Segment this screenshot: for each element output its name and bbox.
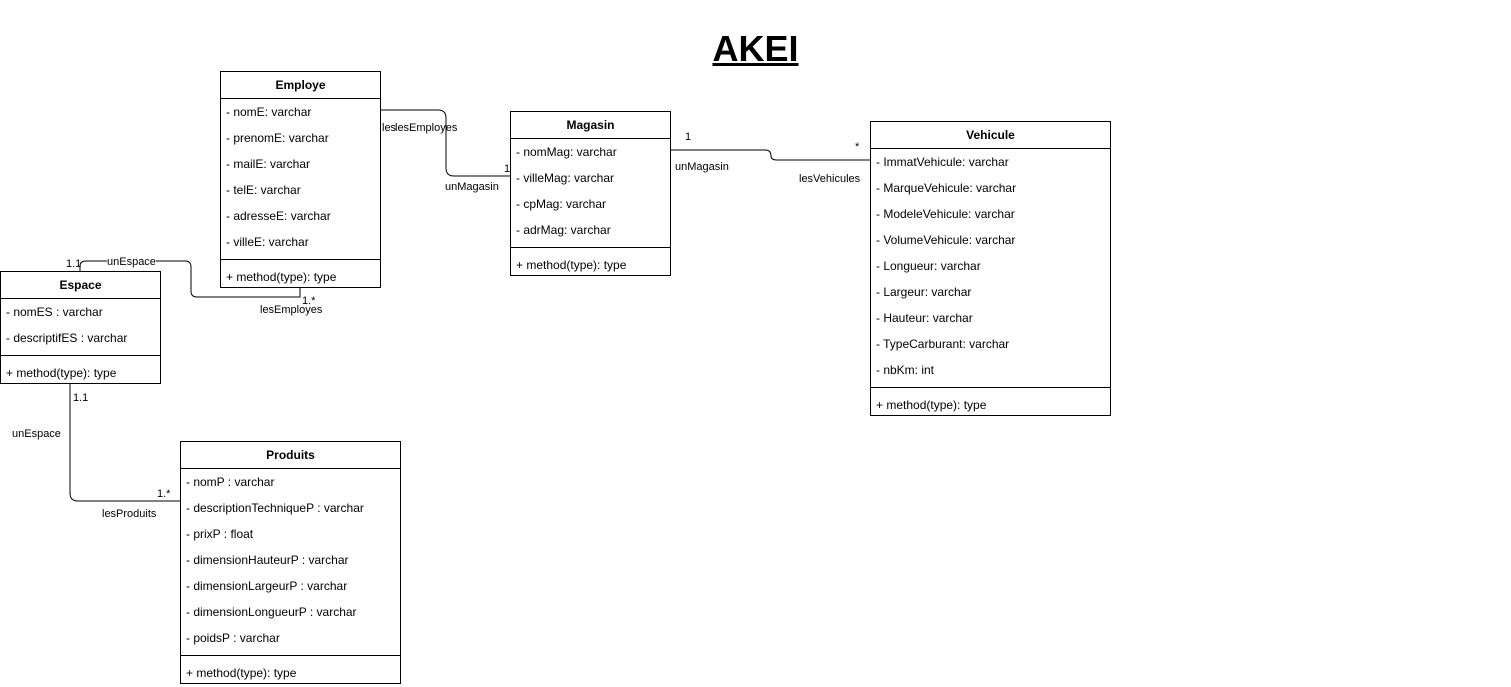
class-produits-name: Produits [181, 442, 400, 469]
attribute: - cpMag: varchar [516, 197, 607, 211]
class-magasin-name: Magasin [511, 112, 670, 139]
attribute: - TypeCarburant: varchar [876, 337, 1010, 351]
attribute: - ImmatVehicule: varchar [876, 155, 1009, 169]
multiplicity-label: les [382, 122, 397, 134]
method: + method(type): type [186, 666, 297, 680]
method: + method(type): type [226, 270, 337, 284]
class-espace-methods: + method(type): type [1, 356, 160, 386]
class-vehicule-name: Vehicule [871, 122, 1110, 149]
class-employe[interactable]: Employe - nomE: varchar - prenomE: varch… [220, 71, 381, 288]
multiplicity-label: 1.1 [66, 258, 82, 270]
attribute: - descriptionTechniqueP : varchar [186, 501, 364, 515]
attribute: - nbKm: int [876, 363, 935, 377]
class-vehicule-methods: + method(type): type [871, 388, 1110, 418]
multiplicity-label: 1.* [157, 488, 171, 500]
role-label: unEspace [107, 256, 156, 268]
class-produits[interactable]: Produits - nomP : varchar - descriptionT… [180, 441, 401, 684]
class-separator [1, 355, 160, 356]
role-label: unEspace [12, 428, 61, 440]
attribute: - nomP : varchar [186, 475, 275, 489]
attribute: - dimensionHauteurP : varchar [186, 553, 349, 567]
class-magasin-methods: + method(type): type [511, 248, 670, 278]
class-magasin[interactable]: Magasin - nomMag: varchar - villeMag: va… [510, 111, 671, 276]
attribute: - telE: varchar [226, 183, 301, 197]
link-employe-magasin [381, 109, 510, 177]
link-espace-produits [69, 383, 180, 502]
class-separator [181, 655, 400, 656]
attribute: - dimensionLargeurP : varchar [186, 579, 348, 593]
attribute: - MarqueVehicule: varchar [876, 181, 1017, 195]
class-espace[interactable]: Espace - nomES : varchar - descriptifES … [0, 271, 161, 384]
class-magasin-attributes: - nomMag: varchar - villeMag: varchar - … [511, 139, 670, 243]
multiplicity-label: * [855, 141, 860, 153]
attribute: - villeMag: varchar [516, 171, 615, 185]
attribute: - villeE: varchar [226, 235, 309, 249]
multiplicity-label: 1.1 [73, 392, 89, 404]
role-label: unMagasin [675, 161, 729, 173]
class-espace-name: Espace [1, 272, 160, 299]
attribute: - nomE: varchar [226, 105, 312, 119]
method: + method(type): type [876, 398, 987, 412]
role-label: lesEmployes [260, 304, 323, 316]
diagram-title: AKEI [712, 28, 799, 69]
attribute: - poidsP : varchar [186, 631, 280, 645]
method: + method(type): type [516, 258, 627, 272]
multiplicity-label: 1 [685, 131, 692, 143]
class-separator [221, 259, 380, 260]
role-label: lesVehicules [799, 173, 861, 185]
role-label: unMagasin [445, 181, 499, 193]
class-employe-name: Employe [221, 72, 380, 99]
attribute: - prixP : float [186, 527, 254, 541]
attribute: - mailE: varchar [226, 157, 311, 171]
class-vehicule[interactable]: Vehicule - ImmatVehicule: varchar - Marq… [870, 121, 1111, 416]
class-employe-attributes: - nomE: varchar - prenomE: varchar - mai… [221, 99, 380, 255]
attribute: - VolumeVehicule: varchar [876, 233, 1016, 247]
attribute: - Largeur: varchar [876, 285, 972, 299]
link-espace-employe [79, 260, 301, 298]
multiplicity-label: 1 [504, 163, 511, 175]
class-produits-attributes: - nomP : varchar - descriptionTechniqueP… [181, 469, 400, 651]
attribute: - dimensionLongueurP : varchar [186, 605, 357, 619]
attribute: - ModeleVehicule: varchar [876, 207, 1015, 221]
class-separator [511, 247, 670, 248]
class-espace-attributes: - nomES : varchar - descriptifES : varch… [1, 299, 160, 351]
method: + method(type): type [6, 366, 117, 380]
class-vehicule-attributes: - ImmatVehicule: varchar - MarqueVehicul… [871, 149, 1110, 383]
attribute: - prenomE: varchar [226, 131, 329, 145]
link-magasin-vehicule [670, 149, 870, 161]
attribute: - adrMag: varchar [516, 223, 611, 237]
attribute: - Hauteur: varchar [876, 311, 973, 325]
multiplicity-label: 1.* [302, 295, 316, 307]
class-employe-methods: + method(type): type [221, 260, 380, 290]
attribute: - adresseE: varchar [226, 209, 331, 223]
role-label: lesEmployes [395, 122, 458, 134]
attribute: - nomES : varchar [6, 305, 103, 319]
class-separator [871, 387, 1110, 388]
class-produits-methods: + method(type): type [181, 656, 400, 686]
role-label: lesProduits [102, 508, 157, 520]
attribute: - Longueur: varchar [876, 259, 981, 273]
attribute: - descriptifES : varchar [6, 331, 128, 345]
attribute: - nomMag: varchar [516, 145, 617, 159]
